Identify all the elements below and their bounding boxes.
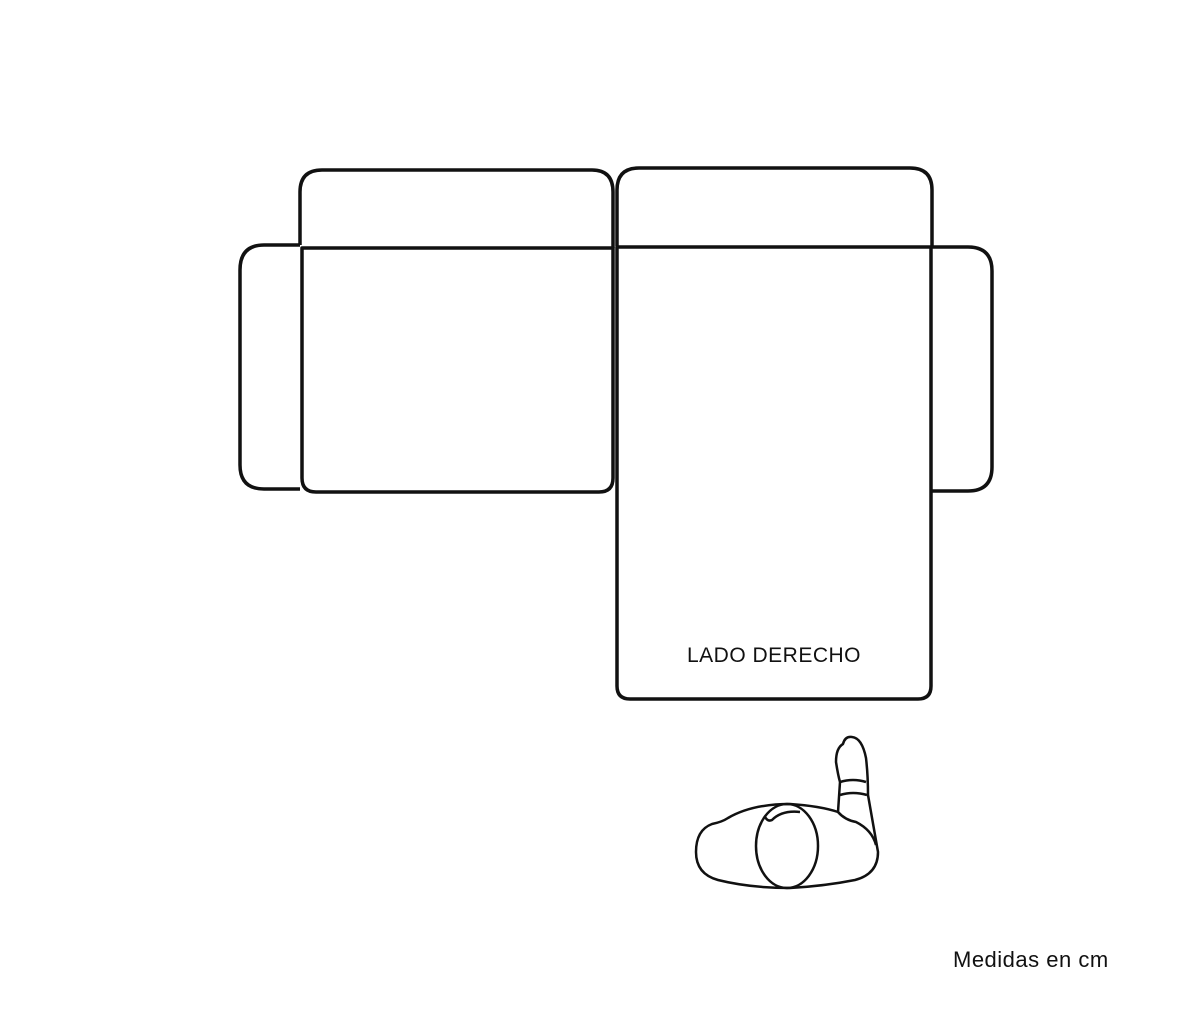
left-backrest [298,168,615,248]
left-seat [300,246,615,494]
left-armrest [238,243,300,491]
side-label: LADO DERECHO [686,644,862,667]
right-armrest [931,245,994,493]
right-backrest [615,166,934,246]
units-note: Medidas en cm [953,947,1109,972]
chaise-seat [615,245,933,701]
person-icon [694,735,880,890]
